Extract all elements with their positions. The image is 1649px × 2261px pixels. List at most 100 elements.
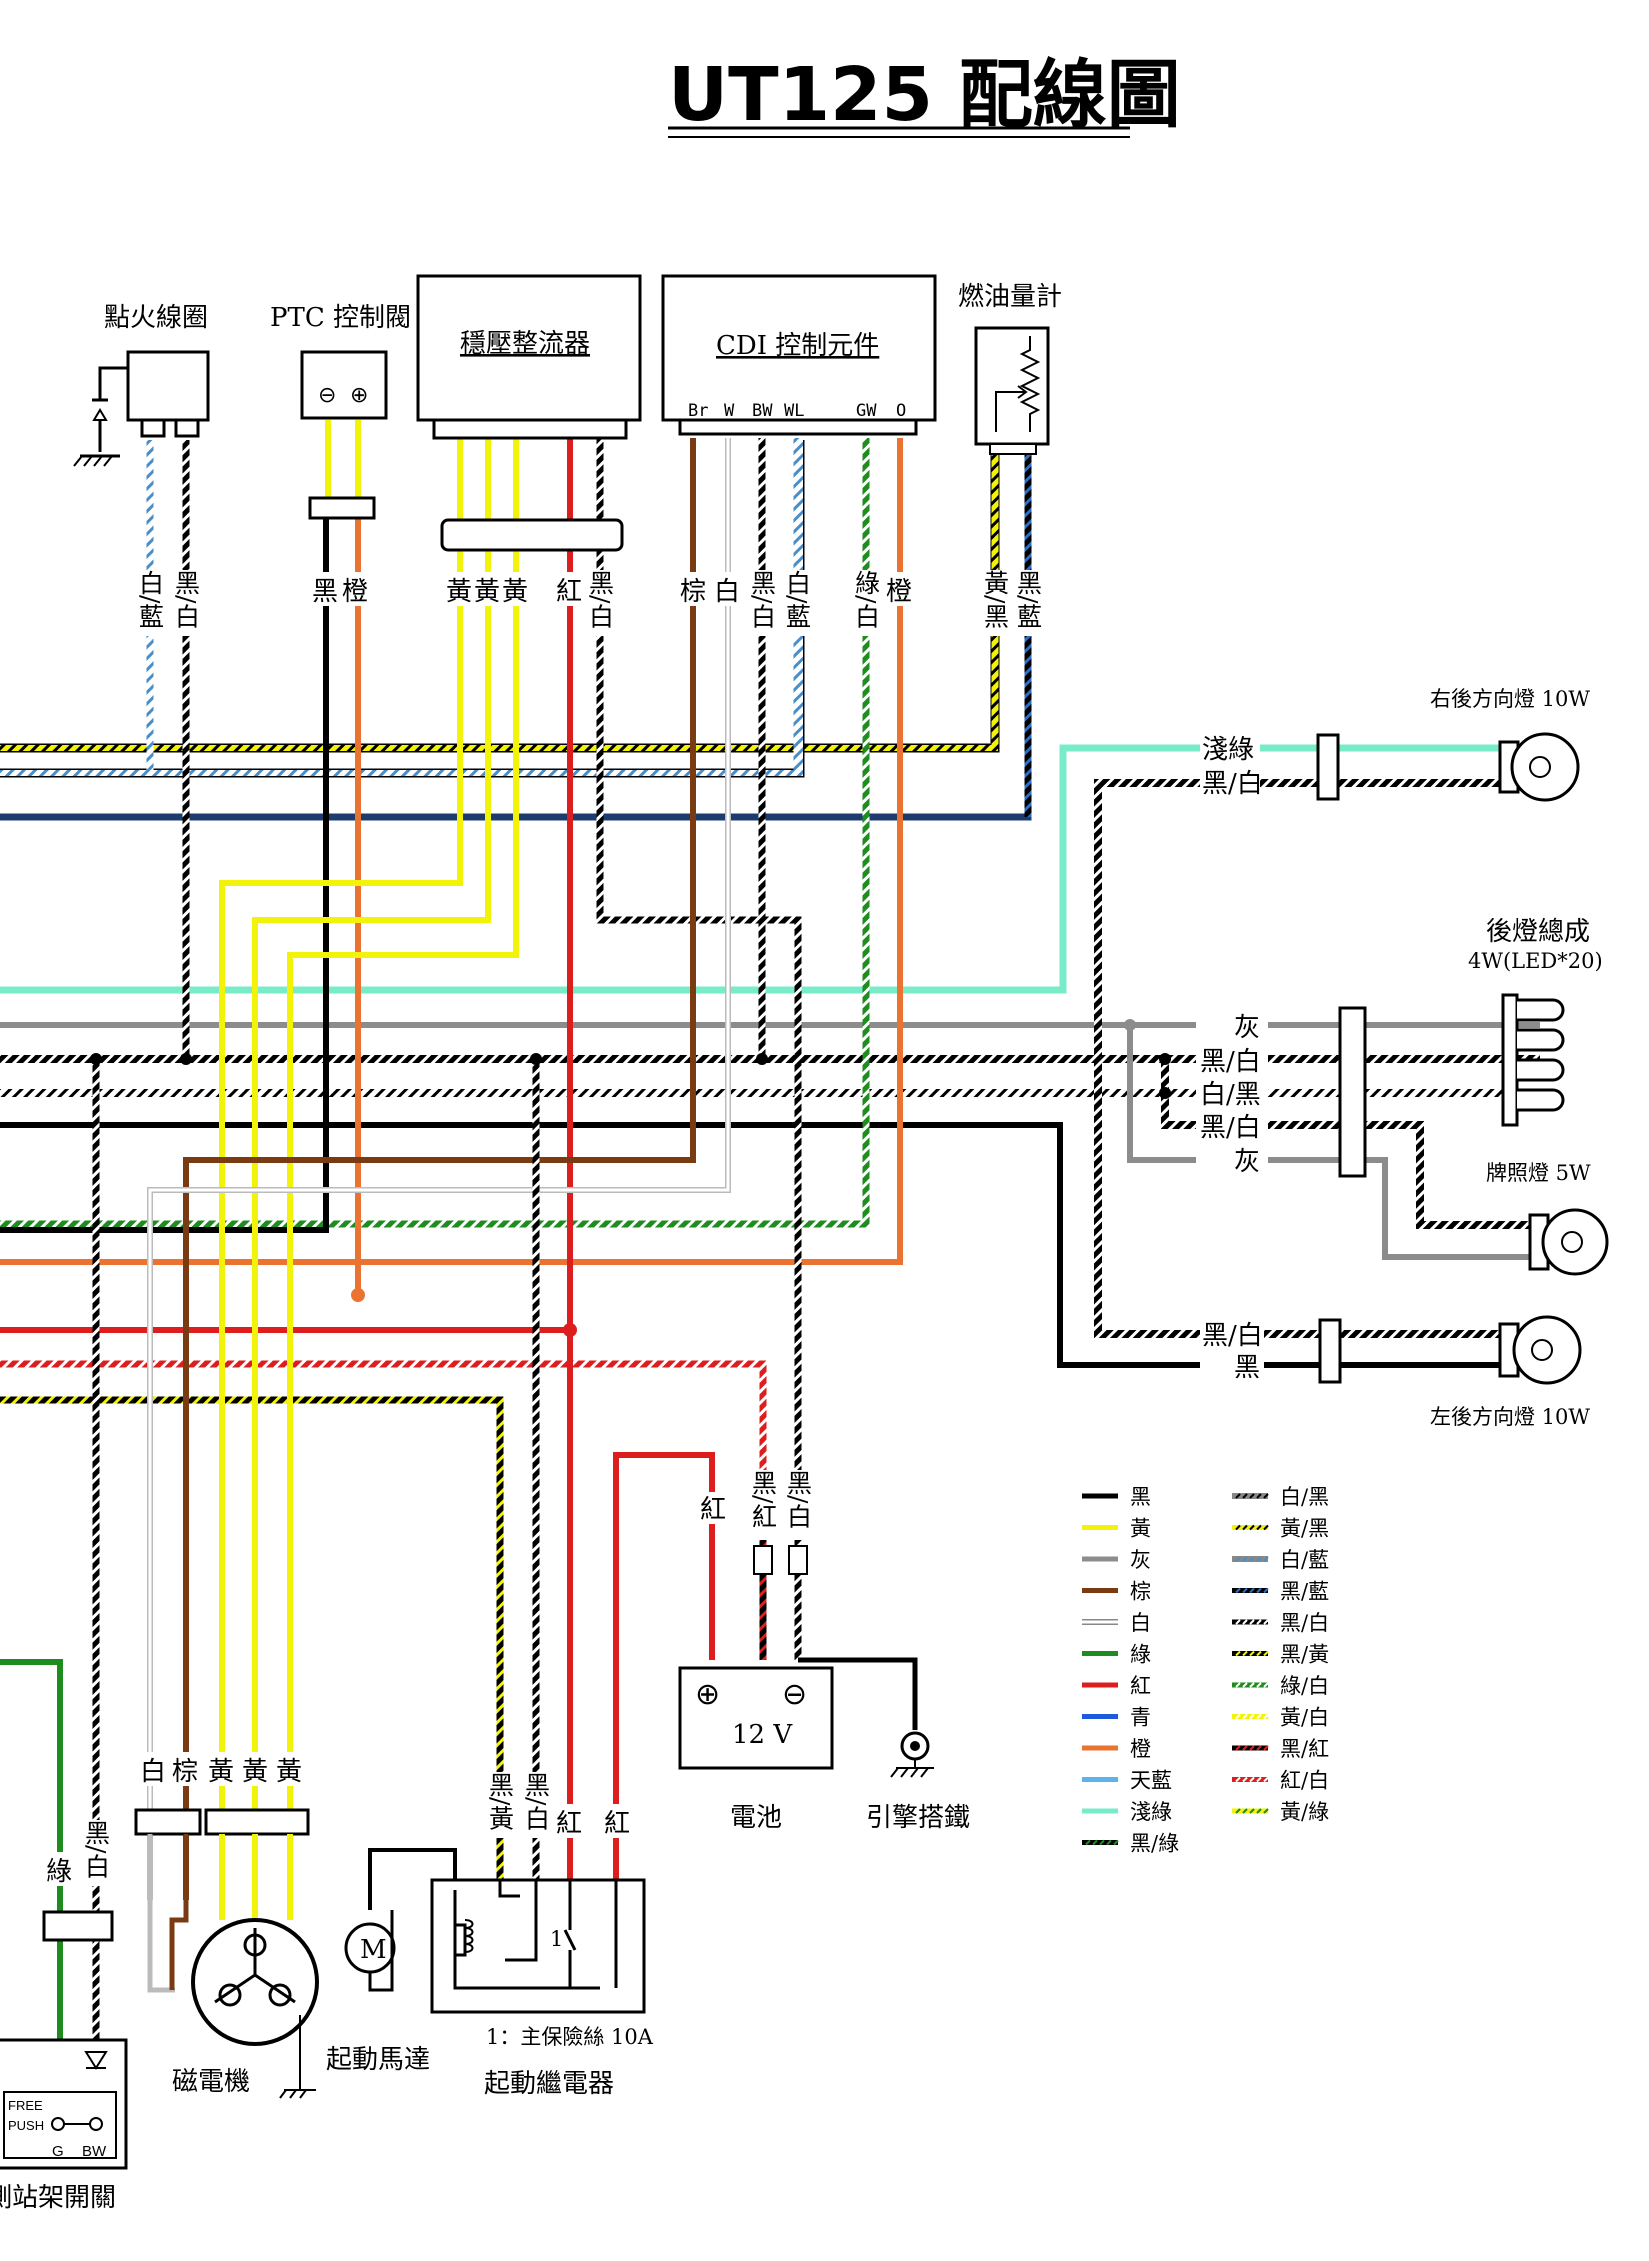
legend-item: 黑/黃 (1232, 1643, 1329, 1667)
lbl-stand-2: 黑/白 (82, 1820, 111, 1878)
diode-icon (84, 2051, 108, 2070)
battery-label: 電池 (730, 1803, 782, 1833)
magneto-label: 磁電機 (172, 2067, 250, 2097)
magneto-connector-1 (134, 1808, 202, 1836)
legend-label: 黃/白 (1280, 1706, 1329, 1730)
regulator: 穩壓整流器 (416, 274, 642, 552)
wire-reg-yellow-2 (252, 438, 491, 1900)
legend-label: 白/黑 (1280, 1485, 1329, 1509)
lbl-ptc-1: 黑 (312, 577, 338, 607)
stand-connector (42, 1910, 114, 1942)
lbl-mag-3: 黃 (208, 1757, 234, 1787)
switch-terminal-g: G (52, 2143, 64, 2160)
legend-item: 白/藍 (1232, 1548, 1329, 1572)
legend-item: 黑/白 (1232, 1611, 1329, 1635)
lbl-lturn-1: 黑/白 (1202, 1321, 1263, 1351)
lbl-tail-2: 黑/白 (1200, 1047, 1261, 1077)
wire-cdi-brown (183, 438, 696, 1900)
wire-labels: 白/藍 黑/白 黑 橙 黃 黃 黃 紅 黑/白 棕 白 黑/白 白/藍 綠/白 … (46, 570, 1268, 1887)
starter-motor-label: 起動馬達 (326, 2045, 430, 2075)
lbl-mag-5: 黃 (276, 1757, 302, 1787)
lbl-cdi-3: 黑/白 (748, 570, 777, 628)
motor-symbol: M (360, 1935, 387, 1965)
legend-label: 紅 (1130, 1674, 1151, 1698)
starter-relay: 1 1：主保險絲 10A 起動繼電器 (430, 1878, 654, 2099)
legend-item: 黃 (1082, 1517, 1151, 1541)
magneto: 磁電機 (134, 1808, 319, 2099)
minus-icon: ⊖ (782, 1677, 807, 1712)
lbl-lturn-2: 黑 (1234, 1353, 1260, 1383)
lbl-cdi-1: 棕 (680, 577, 706, 607)
rear-left-turn-label: 左後方向燈 10W (1430, 1405, 1590, 1429)
legend-item: 黃/綠 (1232, 1800, 1329, 1824)
ground-icon (80, 366, 128, 458)
lbl-cdi-5: 綠/白 (852, 570, 881, 628)
legend-item: 橙 (1082, 1737, 1151, 1761)
cdi-pin-br: Br (688, 401, 708, 421)
plus-icon: ⊕ (695, 1677, 720, 1712)
legend-item: 黃/白 (1232, 1706, 1329, 1730)
lbl-tail-4: 黑/白 (1200, 1113, 1261, 1143)
lbl-stand-1: 綠 (46, 1857, 72, 1887)
wire-mag-white-down (147, 1834, 175, 1993)
starter-relay-label: 起動繼電器 (484, 2069, 614, 2099)
cdi-pin-w: W (724, 401, 735, 421)
resistor-icon (1019, 336, 1041, 432)
wire-stand-green (0, 1659, 63, 2040)
legend-label: 棕 (1130, 1580, 1151, 1604)
minus-icon: ⊖ (318, 383, 336, 408)
led-icon (1517, 998, 1565, 1112)
rear-left-turn: 左後方向燈 10W (1318, 1315, 1590, 1429)
legend-item: 黃/黑 (1232, 1517, 1329, 1541)
cdi-pin-gw: GW (856, 401, 877, 421)
wires (0, 420, 1540, 2040)
wire-reg-black-white (596, 438, 802, 1530)
wire-black-bus (0, 1122, 1320, 1368)
legend-label: 紅/白 (1280, 1769, 1329, 1793)
lbl-bat-3: 黑/白 (784, 1470, 813, 1528)
legend-label: 橙 (1130, 1737, 1151, 1761)
wire-reg-yellow-1 (219, 438, 463, 1900)
lbl-cdi-2: 白 (714, 577, 740, 607)
wire-tail-black-white-2 (1365, 1121, 1530, 1229)
switch-state-push: PUSH (8, 2118, 44, 2133)
tail-light-label: 後燈總成 (1486, 917, 1590, 947)
battery: ⊕ ⊖ 12 V 電池 (678, 1545, 834, 1833)
junction-dots (90, 1019, 1171, 1337)
tail-light: 後燈總成 4W(LED*20) (1338, 917, 1603, 1178)
lbl-fuel-1: 黃/黑 (981, 570, 1010, 628)
ptc-valve: PTC 控制閥 ⊖ ⊕ (270, 303, 411, 520)
tail-light-spec: 4W(LED*20) (1468, 949, 1603, 973)
side-stand-switch: FREE PUSH G BW 側站架開關 (0, 1910, 128, 2213)
plate-light-label: 牌照燈 5W (1486, 1161, 1591, 1185)
lbl-relay-2: 黑/白 (522, 1772, 551, 1830)
legend-label: 黃 (1130, 1517, 1151, 1541)
legend-item: 黑/藍 (1232, 1580, 1329, 1604)
plate-light: 牌照燈 5W (1486, 1161, 1609, 1276)
wire-light-green-bus (0, 744, 1318, 994)
legend-label: 黑/黃 (1280, 1643, 1329, 1667)
battery-voltage: 12 V (732, 1720, 793, 1750)
lbl-relay-1: 黑/黃 (486, 1772, 515, 1830)
cdi-label: CDI 控制元件 (716, 331, 879, 361)
wire-tail-gray-1 (1127, 1025, 1340, 1163)
ptc-valve-label: PTC 控制閥 (270, 303, 411, 333)
lbl-cdi-4: 白/藍 (783, 570, 812, 628)
lbl-cdi-6: 橙 (886, 577, 912, 607)
legend-label: 黑/白 (1280, 1611, 1329, 1635)
legend-item: 紅 (1082, 1674, 1151, 1698)
legend-label: 黑/紅 (1280, 1737, 1329, 1761)
wire-black-yellow-bus (0, 1396, 504, 1880)
legend-label: 黑 (1130, 1485, 1151, 1509)
wire-lturn-black-white (1094, 1080, 1500, 1338)
legend-item: 青 (1082, 1706, 1151, 1730)
lbl-bat-2: 黑/紅 (749, 1470, 778, 1528)
legend-label: 綠 (1130, 1643, 1151, 1667)
ignition-coil: 點火線圈 (73, 303, 210, 467)
legend-item: 黑/綠 (1082, 1832, 1179, 1856)
wire-tail-black-white-1 (1161, 1059, 1340, 1129)
cdi-pin-o: O (896, 401, 906, 421)
legend-label: 白 (1130, 1611, 1151, 1635)
lbl-reg-1: 黃 (446, 577, 472, 607)
